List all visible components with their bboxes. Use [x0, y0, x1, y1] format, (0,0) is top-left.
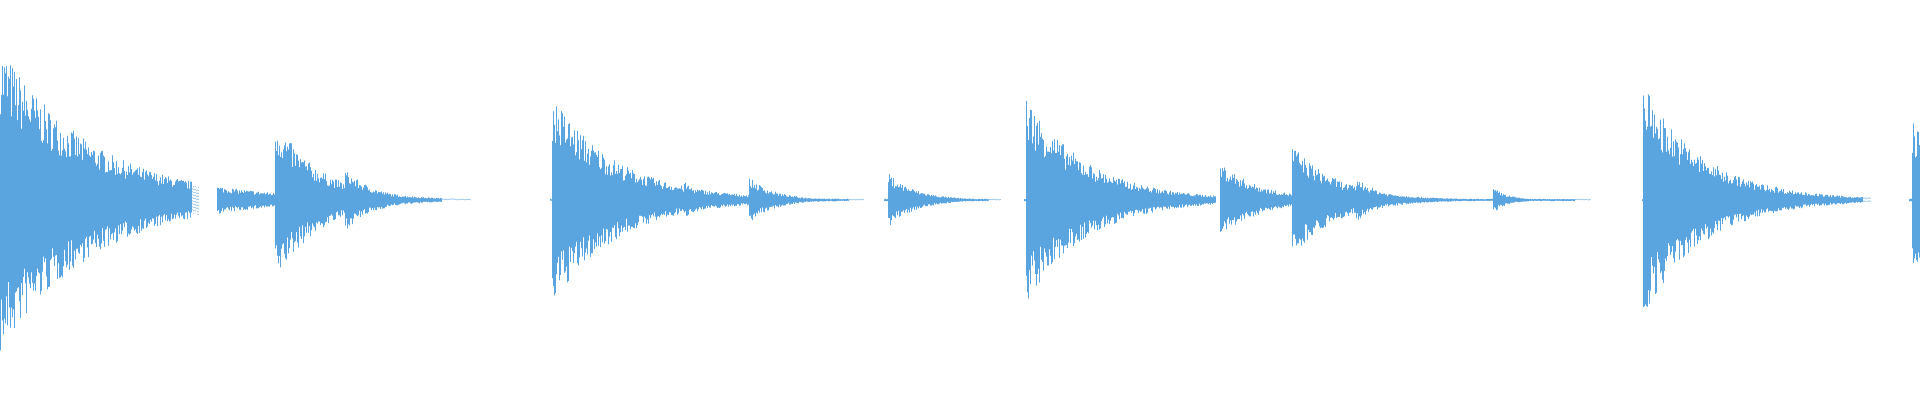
waveform-faded-trace	[192, 186, 1871, 216]
waveform-samples	[0, 65, 1920, 351]
waveform-trace	[0, 65, 1920, 351]
